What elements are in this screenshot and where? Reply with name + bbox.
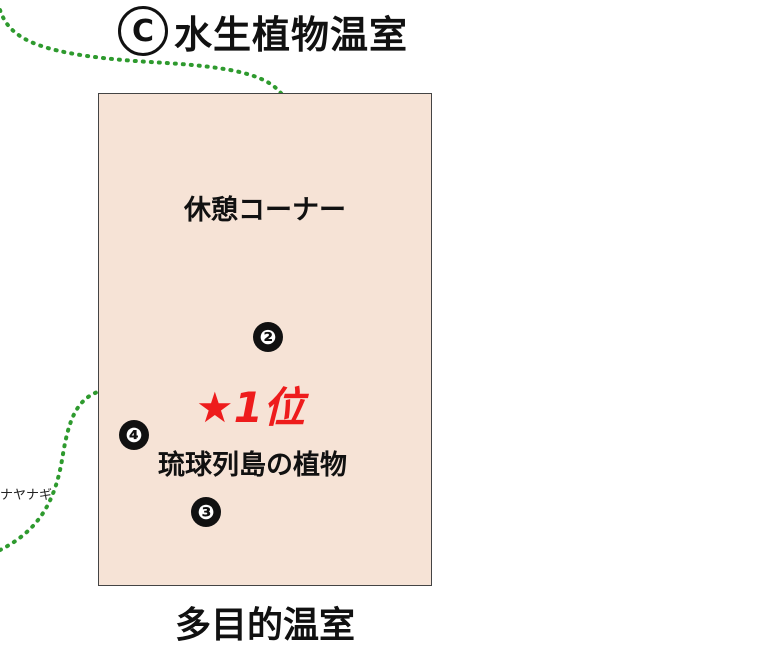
marker-2: ❷ [253, 322, 283, 352]
area-c-badge: C [118, 6, 168, 56]
marker-4: ❹ [119, 420, 149, 450]
walking-path-left [0, 385, 134, 552]
rank-first-label: ★1位 [196, 383, 305, 432]
multipurpose-greenhouse-title: 多目的温室 [174, 605, 355, 646]
greenhouse-c-title: C 水生植物温室 [118, 2, 408, 60]
aquatic-greenhouse-title: 水生植物温室 [174, 12, 409, 57]
side-plant-label: ナヤナギ [0, 488, 53, 503]
ryukyu-plants-label: 琉球列島の植物 [158, 450, 347, 481]
rest-corner-label: 休憩コーナー [184, 195, 346, 226]
walking-path-top [0, 8, 294, 122]
marker-3: ❸ [191, 497, 221, 527]
